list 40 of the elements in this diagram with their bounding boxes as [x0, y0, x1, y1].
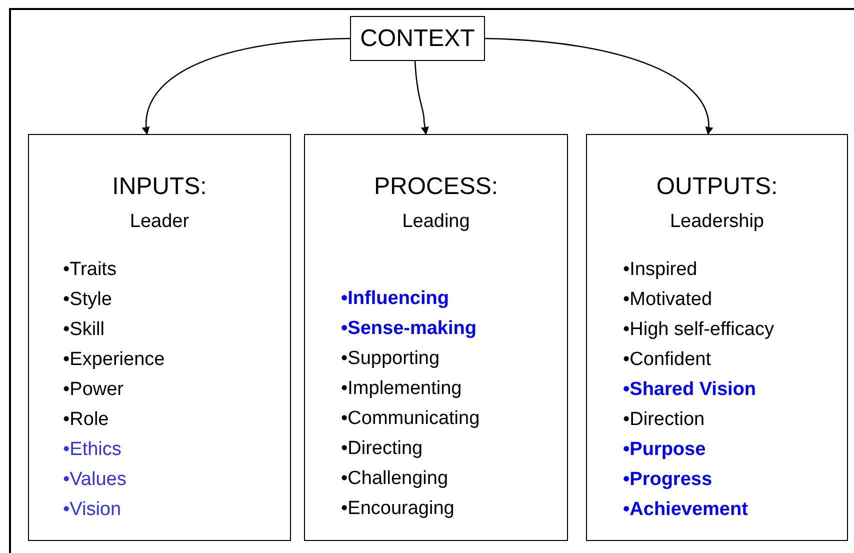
category-box: [304, 134, 568, 541]
category-box: [586, 134, 848, 541]
arrow: [142, 38, 350, 135]
list-item: •Purpose: [623, 438, 707, 462]
list-item: •Style: [63, 288, 113, 312]
list-item: •Shared Vision: [623, 378, 758, 402]
list-item: •Progress: [623, 468, 714, 492]
list-item: •Implementing: [341, 377, 463, 401]
list-item: •Skill: [63, 318, 106, 342]
context-box: [350, 16, 485, 61]
box-subheading: Leading: [401, 212, 471, 231]
list-item: •Ethics: [63, 438, 122, 462]
list-item: •High self-efficacy: [623, 318, 774, 342]
list-item: •Challenging: [341, 467, 450, 491]
arrow: [414, 60, 429, 135]
list-item: •Communicating: [341, 407, 480, 431]
list-item: •Achievement: [623, 498, 749, 522]
box-heading: PROCESS:: [372, 175, 500, 199]
list-item: •Values: [63, 468, 128, 492]
list-item: •Traits: [63, 258, 118, 282]
box-subheading: Leader: [128, 212, 190, 231]
list-item: •Encouraging: [341, 497, 456, 521]
list-item: •Motivated: [623, 288, 714, 312]
arrow: [484, 38, 712, 135]
list-item: •Role: [63, 408, 110, 432]
list-item: •Vision: [63, 498, 122, 522]
list-item: •Power: [63, 378, 125, 402]
list-item: •Supporting: [341, 347, 441, 371]
list-item: •Sense-making: [341, 317, 478, 341]
list-item: •Influencing: [341, 287, 450, 311]
list-item: •Direction: [623, 408, 706, 432]
list-item: •Inspired: [623, 258, 698, 282]
box-heading: OUTPUTS:: [655, 175, 779, 199]
category-box: [28, 134, 291, 541]
list-item: •Confident: [623, 348, 712, 372]
context-label: CONTEXT: [360, 26, 475, 50]
box-subheading: Leadership: [668, 212, 766, 231]
box-heading: INPUTS:: [111, 175, 208, 199]
list-item: •Experience: [63, 348, 165, 372]
list-item: •Directing: [341, 437, 424, 461]
